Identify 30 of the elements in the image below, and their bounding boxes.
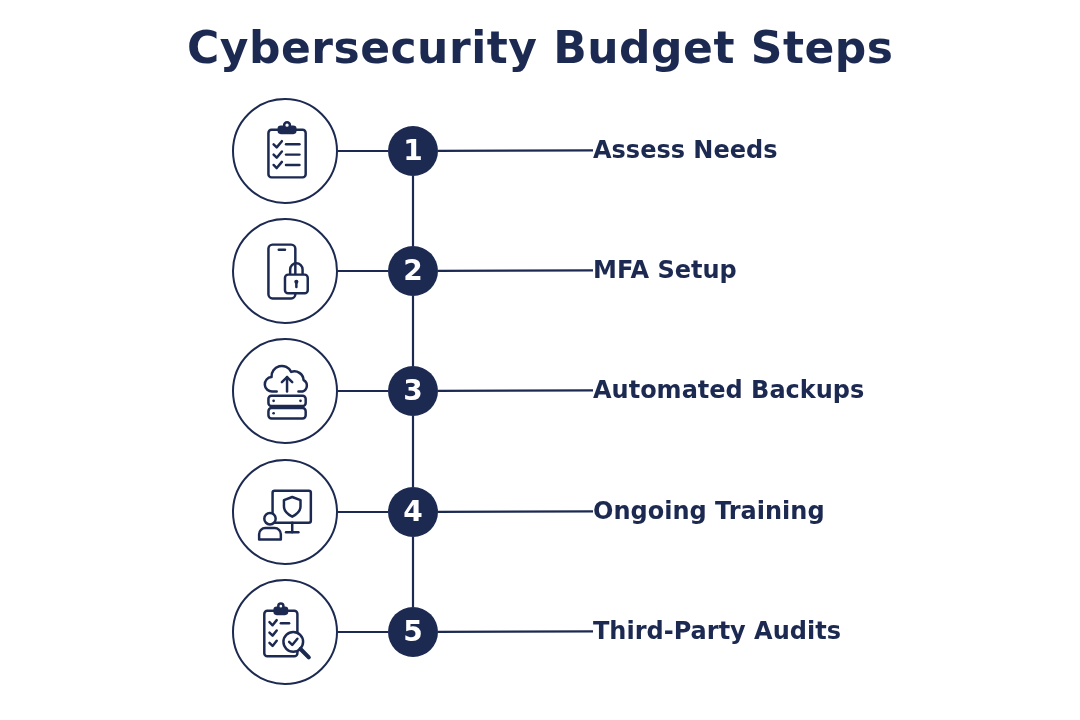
icon-circle xyxy=(232,218,338,324)
connector-line xyxy=(411,416,415,487)
step-label: MFA Setup xyxy=(593,255,737,285)
connector-line xyxy=(438,269,593,272)
step-label: Assess Needs xyxy=(593,135,778,165)
step-label: Third-Party Audits xyxy=(593,616,841,646)
icon-circle xyxy=(232,459,338,565)
step-number-circle: 1 xyxy=(388,126,438,176)
connector-line xyxy=(438,630,593,633)
connector-line xyxy=(438,389,593,392)
connector-line xyxy=(438,510,593,513)
icon-circle xyxy=(232,579,338,685)
step-number-circle: 3 xyxy=(388,366,438,416)
step-number-circle: 4 xyxy=(388,487,438,537)
step-number-circle: 5 xyxy=(388,607,438,657)
connector-line xyxy=(438,149,593,152)
step-label: Ongoing Training xyxy=(593,496,825,526)
connector-line xyxy=(338,269,388,273)
connector-line xyxy=(338,389,388,393)
connector-line xyxy=(338,510,388,514)
step-number-circle: 2 xyxy=(388,246,438,296)
connector-line xyxy=(411,176,415,246)
icon-circle xyxy=(232,98,338,204)
title: Cybersecurity Budget Steps xyxy=(187,21,894,75)
connector-line xyxy=(338,149,388,153)
step-label: Automated Backups xyxy=(593,375,865,405)
connector-line xyxy=(411,296,415,366)
connector-line xyxy=(338,630,388,634)
connector-line xyxy=(411,537,415,607)
icon-circle xyxy=(232,338,338,444)
